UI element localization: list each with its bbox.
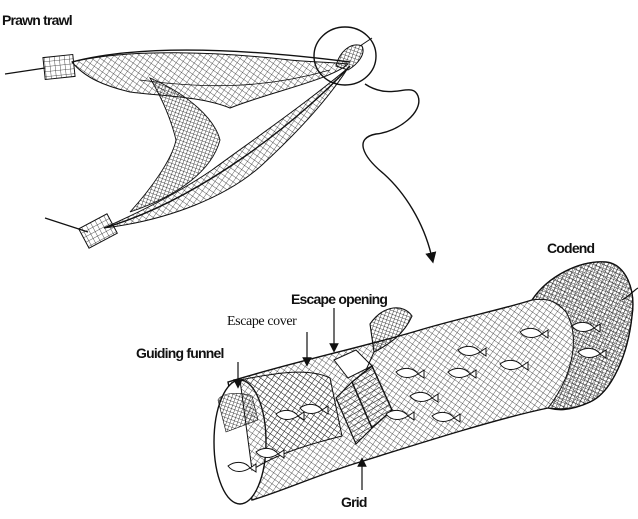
guiding-funnel-label: Guiding funnel xyxy=(136,345,224,361)
small-codend xyxy=(336,45,363,70)
upper-otter-board xyxy=(43,54,75,79)
lower-otter-board xyxy=(79,214,118,248)
prawn-trawl-overview xyxy=(5,27,432,258)
bycatch-reduction-detail xyxy=(214,262,638,504)
detail-connector-arrow xyxy=(363,84,432,258)
escape-opening-label: Escape opening xyxy=(291,291,387,307)
trawl-wing-upper xyxy=(72,53,348,108)
upper-warp-line xyxy=(5,68,45,74)
grid-label: Grid xyxy=(341,494,367,510)
prawn-trawl-label: Prawn trawl xyxy=(2,12,72,28)
small-codend-tail xyxy=(360,38,372,46)
codend-label: Codend xyxy=(547,240,594,256)
escape-cover-label: Escape cover xyxy=(227,314,296,330)
